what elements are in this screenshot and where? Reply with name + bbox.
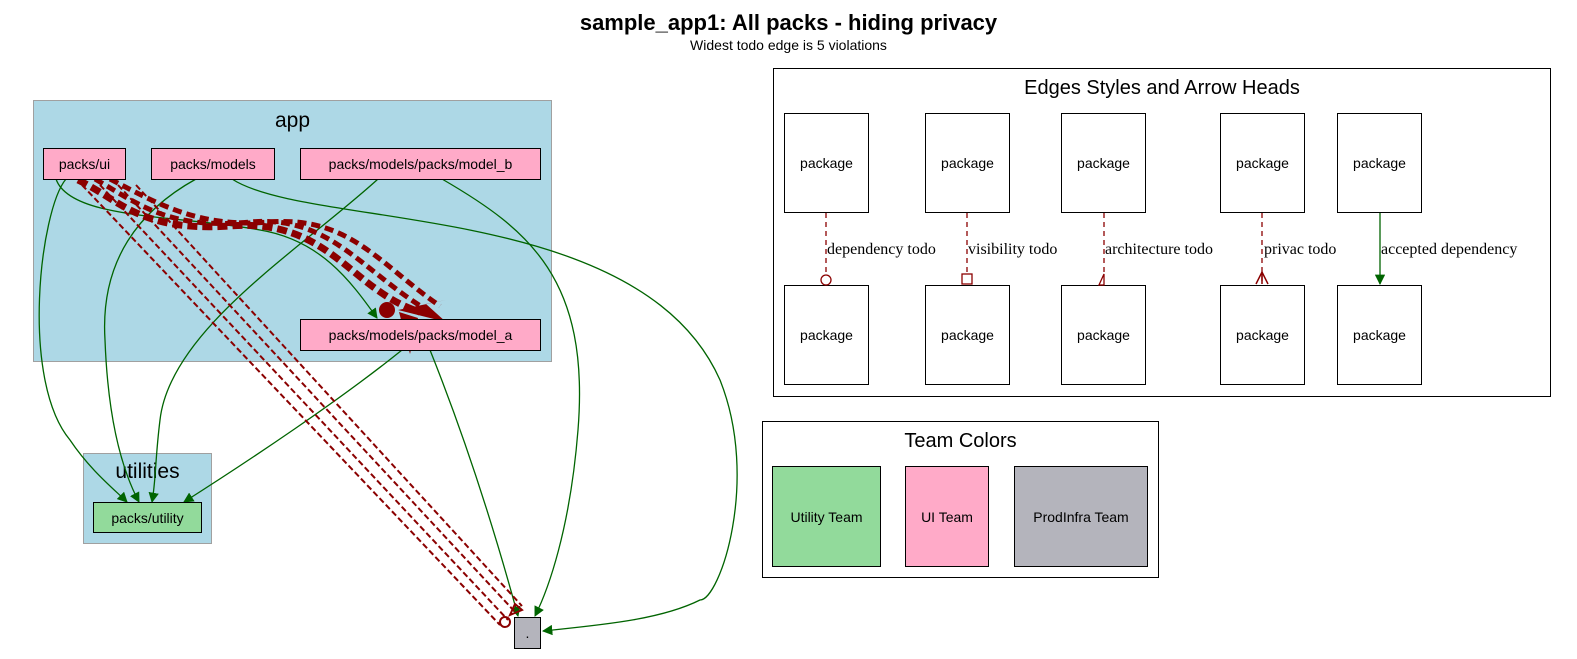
- node-packs-utility[interactable]: packs/utility: [93, 502, 202, 533]
- diagram-title: sample_app1: All packs - hiding privacy: [579, 10, 998, 35]
- legend-package-top: package: [925, 113, 1010, 213]
- todo-arrowhead-root-circle: [499, 616, 511, 628]
- node-packs-model-a[interactable]: packs/models/packs/model_a: [300, 319, 541, 351]
- todo-edge-ui-to-model-a-3: [108, 176, 442, 309]
- cluster-utilities-label: utilities: [115, 460, 180, 483]
- todo-edge-ui-to-root-2: [99, 184, 509, 621]
- todo-arrowhead-root-crow: [508, 602, 524, 617]
- node-packs-models[interactable]: packs/models: [151, 148, 275, 180]
- todo-edge-ui-to-model-a-wide: [76, 176, 422, 316]
- legend-package-bottom: package: [925, 285, 1010, 385]
- edge-model-b-to-root: [441, 178, 581, 617]
- legend-label-architecture-todo: architecture todo: [1105, 241, 1213, 258]
- legend-package-bottom: package: [1337, 285, 1422, 385]
- edge-models-to-root: [231, 178, 738, 636]
- legend-team-colors-title: Team Colors: [904, 430, 1017, 452]
- legend-label-visibility-todo: visibility todo: [968, 241, 1058, 258]
- todo-arrowhead-circle: [379, 302, 395, 318]
- legend-package-bottom: package: [1061, 285, 1146, 385]
- edge-model-a-to-root: [429, 349, 521, 618]
- legend-package-bottom: package: [1220, 285, 1305, 385]
- legend-package-top: package: [784, 113, 869, 213]
- team-prodinfra: ProdInfra Team: [1014, 466, 1148, 567]
- todo-edge-ui-to-root-1: [81, 184, 501, 626]
- legend-label-accepted-dependency: accepted dependency: [1381, 241, 1518, 258]
- legend-label-privac-todo: privac todo: [1264, 241, 1337, 258]
- legend-package-top: package: [1061, 113, 1146, 213]
- dependency-edges: [38, 178, 738, 636]
- cluster-app-label: app: [274, 109, 311, 132]
- todo-edge-ui-to-root-4: [135, 184, 523, 607]
- todo-arrowhead-crow: [398, 300, 446, 322]
- legend-edge-styles: Edges Styles and Arrow Heads: [773, 68, 1551, 397]
- team-ui: UI Team: [905, 466, 989, 567]
- todo-edges: [76, 176, 523, 626]
- edge-model-a-to-utility: [183, 349, 403, 503]
- legend-label-dependency-todo: dependency todo: [827, 241, 936, 258]
- legend-package-bottom: package: [784, 285, 869, 385]
- team-utility: Utility Team: [772, 466, 881, 567]
- legend-package-top: package: [1220, 113, 1305, 213]
- legend-package-top: package: [1337, 113, 1422, 213]
- todo-edge-ui-to-model-a-2: [93, 176, 432, 315]
- node-packs-ui[interactable]: packs/ui: [43, 148, 126, 180]
- edge-ui-to-utility: [38, 178, 128, 503]
- node-packs-model-b[interactable]: packs/models/packs/model_b: [300, 148, 541, 180]
- legend-edge-styles-title: Edges Styles and Arrow Heads: [1024, 77, 1300, 99]
- diagram-subtitle: Widest todo edge is 5 violations: [690, 37, 887, 53]
- node-root[interactable]: .: [514, 617, 541, 649]
- edge-models-to-utility: [103, 178, 197, 503]
- todo-edge-ui-to-root-3: [117, 184, 517, 614]
